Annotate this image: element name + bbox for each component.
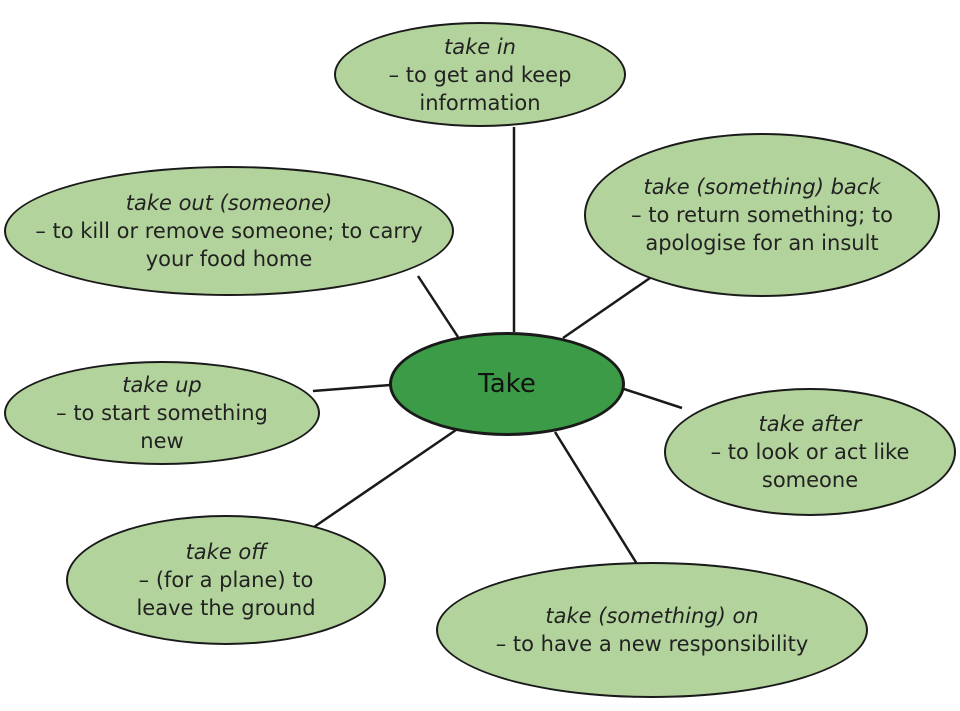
center-label: Take xyxy=(478,369,536,399)
definition-take-after: – to look or act like someone xyxy=(710,440,910,492)
node-take-something-back: take (something) back – to return someth… xyxy=(584,133,940,297)
definition-take-out: – to kill or remove someone; to carry yo… xyxy=(35,219,423,271)
connector-take-after xyxy=(623,387,683,410)
term-take-something-back: take (something) back xyxy=(643,175,881,199)
definition-take-something-on: – to have a new responsibility xyxy=(495,632,809,656)
term-take-something-on: take (something) on xyxy=(545,604,759,628)
definition-take-something-back: – to return something; to apologise for … xyxy=(631,203,893,255)
center-node-take: Take xyxy=(389,332,625,436)
term-take-in: take in xyxy=(443,34,516,59)
term-take-up: take up xyxy=(122,373,202,397)
node-take-off: take off – (for a plane) to leave the gr… xyxy=(66,515,386,645)
node-take-in: take in – to get and keep information xyxy=(334,22,626,127)
definition-take-in: – to get and keep information xyxy=(388,62,572,115)
definition-take-up: – to start something new xyxy=(56,401,268,453)
connector-take-out xyxy=(416,275,460,338)
node-take-up: take up – to start something new xyxy=(4,361,320,465)
connector-take-something-on xyxy=(553,431,639,565)
term-take-out: take out (someone) xyxy=(125,191,333,215)
connector-take-up xyxy=(312,383,391,393)
node-take-out: take out (someone) – to kill or remove s… xyxy=(4,166,454,296)
term-take-off: take off xyxy=(185,540,267,564)
definition-take-off: – (for a plane) to leave the ground xyxy=(136,568,316,620)
term-take-after: take after xyxy=(758,412,862,436)
node-take-after: take after – to look or act like someone xyxy=(664,388,956,516)
node-take-something-on: take (something) on – to have a new resp… xyxy=(436,562,868,698)
connector-take-off xyxy=(313,428,457,529)
connector-take-something-back xyxy=(562,276,651,340)
